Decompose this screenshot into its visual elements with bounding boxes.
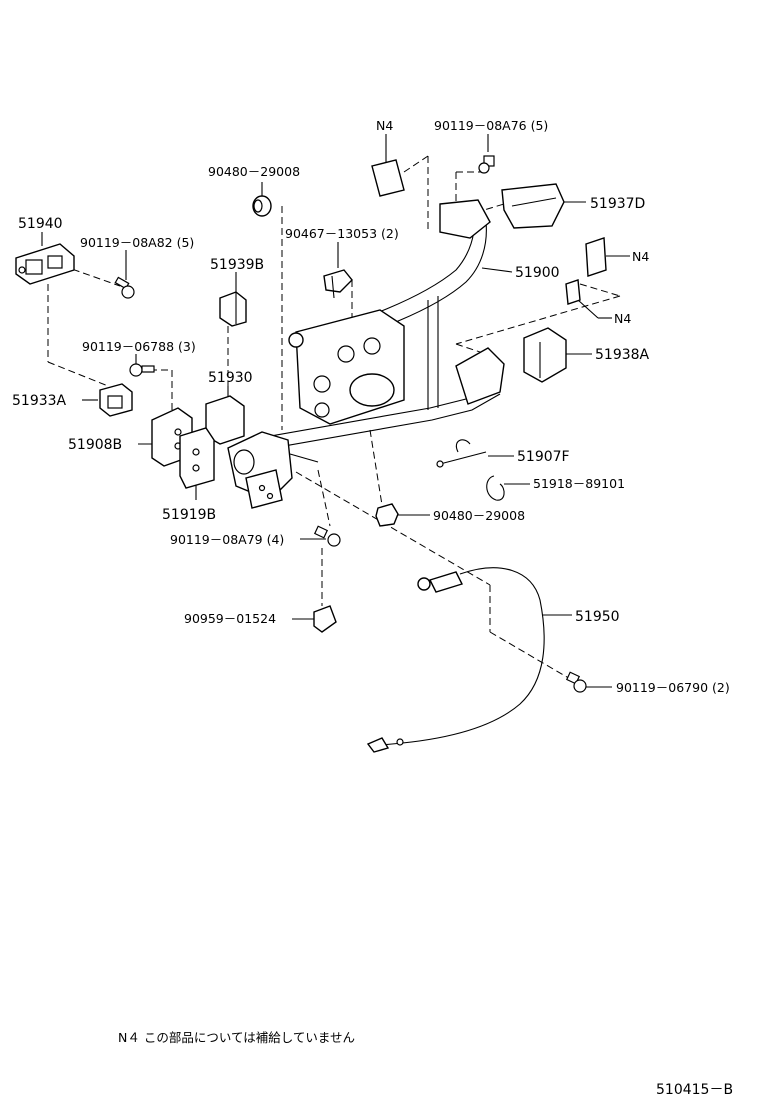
part-51918-89101-clip [486, 475, 505, 501]
clip-90467-13053 [323, 269, 353, 299]
footnote: N４ この部品については補給していません [118, 1030, 355, 1045]
part-51950-cable [366, 567, 545, 753]
bolt-90119-08A82 [114, 276, 135, 299]
label-90119-08A82: 90119－08A82 (5) [80, 235, 194, 250]
diagram-code: 510415－B [656, 1082, 733, 1098]
part-N4-plate-top [371, 159, 405, 197]
part-hitch-socket [227, 431, 319, 509]
label-N4-right-1: N4 [632, 249, 649, 264]
label-90480-29008-lower: 90480－29008 [433, 508, 525, 523]
label-51937D: 51937D [590, 196, 645, 212]
label-N4-right-2: N4 [614, 311, 631, 326]
label-51908B: 51908B [68, 437, 122, 453]
part-51940-bracket [15, 243, 75, 285]
label-90467-13053: 90467－13053 (2) [285, 226, 399, 241]
label-51918-89101: 51918－89101 [533, 476, 625, 491]
bushing-90480-29008-lower [375, 503, 399, 527]
part-labels: 51940 90119－08A82 (5) 90480－29008 51939B… [12, 118, 730, 695]
bushing-90480-29008-top [252, 195, 272, 217]
label-51919B: 51919B [162, 507, 216, 523]
part-51938A-cover [523, 327, 567, 383]
label-90480-29008-top: 90480－29008 [208, 164, 300, 179]
part-51937D-cover [501, 183, 565, 229]
label-51938A: 51938A [595, 347, 650, 363]
part-N4-plates-right [565, 237, 607, 305]
label-51930: 51930 [208, 370, 253, 386]
part-51919B-plate [179, 427, 215, 489]
label-51940: 51940 [18, 216, 63, 232]
label-90119-08A79: 90119－08A79 (4) [170, 532, 284, 547]
bolt-90119-08A76 [478, 155, 495, 174]
label-90119-06790: 90119－06790 (2) [616, 680, 730, 695]
bolt-90119-06790 [565, 671, 587, 693]
label-90119-08A76: 90119－08A76 (5) [434, 118, 548, 133]
bolt-90119-08A79 [313, 525, 341, 547]
label-51900: 51900 [515, 265, 560, 281]
bolt-90119-06788 [129, 363, 155, 377]
part-51939B-stopper [219, 291, 247, 327]
label-90959-01524: 90959－01524 [184, 611, 276, 626]
part-51900-frame [247, 199, 505, 453]
part-51907F-pin [436, 439, 487, 468]
label-51933A: 51933A [12, 393, 67, 409]
clamp-90959-01524 [313, 605, 337, 633]
label-51950: 51950 [575, 609, 620, 625]
label-N4-top: N4 [376, 118, 393, 133]
label-51907F: 51907F [517, 449, 570, 465]
label-51939B: 51939B [210, 257, 264, 273]
label-90119-06788: 90119－06788 (3) [82, 339, 196, 354]
part-51933A-bushing [99, 383, 133, 417]
